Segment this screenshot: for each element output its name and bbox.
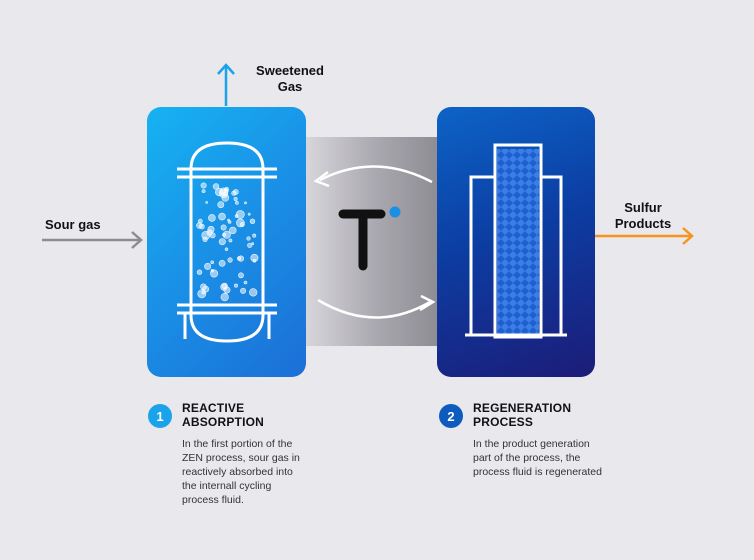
step-2-description: In the product generation part of the pr… (473, 438, 602, 478)
bubble (249, 288, 258, 297)
bubble (218, 259, 226, 267)
bubble (224, 247, 229, 251)
bubble (247, 212, 251, 216)
bubble (204, 262, 212, 270)
sulfur-products-arrow-icon (595, 227, 694, 245)
t-logo-icon (338, 206, 401, 271)
step-2-badge: 2 (439, 404, 463, 428)
bubble (212, 183, 220, 190)
bubble (235, 201, 239, 205)
sulfur-products-label: Sulfur Products (614, 200, 672, 231)
bubble (199, 223, 205, 230)
sour-gas-arrow-icon (42, 231, 143, 249)
bubble (210, 269, 219, 278)
bubble (219, 187, 229, 197)
bubble (227, 218, 231, 222)
bubble (236, 218, 245, 228)
absorber-vessel-icon (177, 141, 277, 343)
sweetened-gas-arrow-icon (217, 63, 235, 106)
bubble (210, 260, 214, 265)
bubble (249, 218, 256, 225)
step-1-title: REACTIVE ABSORPTION (182, 401, 265, 429)
bubble (202, 285, 210, 293)
bubble (229, 226, 237, 235)
sour-gas-label: Sour gas (45, 217, 101, 232)
bubble (252, 233, 257, 238)
bubble (238, 272, 244, 279)
regenerator-column-icon (465, 143, 567, 339)
bubble (207, 225, 215, 233)
bubble (236, 256, 242, 261)
step-1-description: In the first portion of the ZEN process,… (182, 438, 300, 506)
bubble (251, 242, 255, 246)
cycle-arrows-icon (313, 165, 436, 319)
bubble (218, 212, 226, 221)
bubble (252, 258, 257, 263)
regeneration-process-unit (437, 107, 595, 377)
bubble (220, 224, 227, 231)
step-1-badge: 1 (148, 404, 172, 428)
bubble (235, 210, 245, 219)
bubble (244, 201, 247, 205)
bubble (247, 242, 253, 248)
bubble (196, 269, 203, 275)
bubble (227, 257, 233, 263)
bubble (202, 236, 208, 242)
sweetened-gas-label: Sweetened Gas (256, 63, 324, 94)
bubble (243, 280, 248, 285)
step-2-title: REGENERATION PROCESS (473, 401, 572, 429)
bubble (222, 232, 227, 237)
bubble (200, 182, 207, 189)
bubble (231, 190, 237, 196)
bubble (208, 214, 216, 222)
bubble (220, 283, 228, 291)
bubble (228, 238, 233, 243)
bubble (205, 201, 209, 204)
bubble (233, 197, 238, 202)
bubble (234, 283, 239, 288)
reactive-absorption-unit (147, 107, 306, 377)
bubble (201, 189, 206, 194)
bubble (240, 287, 247, 294)
bubble (217, 201, 225, 209)
bubble (246, 236, 251, 241)
bubble (220, 293, 229, 302)
bubble (218, 238, 226, 246)
